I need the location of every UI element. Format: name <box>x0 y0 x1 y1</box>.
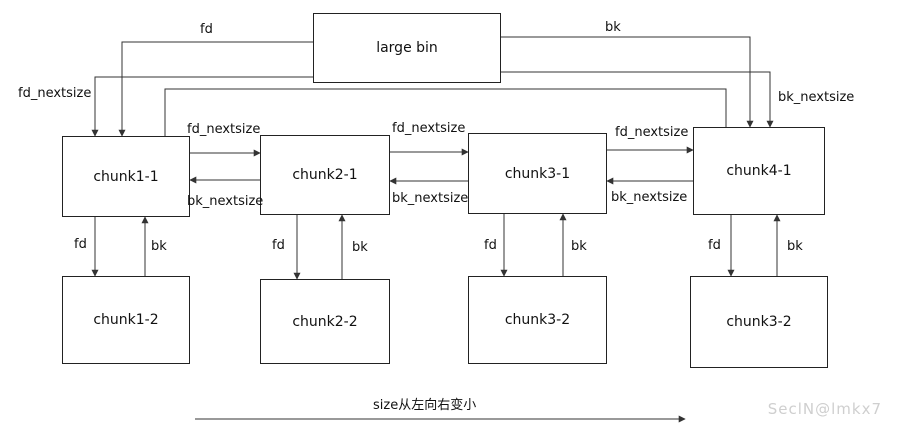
watermark-text: SeclN@lmkx7 <box>767 400 882 418</box>
label-c1-fd: fd <box>74 237 87 252</box>
label-bin-bk-nextsize: bk_nextsize <box>778 90 855 105</box>
label-c4-c3-bk-nextsize: bk_nextsize <box>611 190 688 205</box>
label-bin-bk: bk <box>605 20 621 35</box>
edge-chunk1-top <box>164 88 727 136</box>
size-order-note: size从左向右变小 <box>373 398 477 413</box>
chunk3-1-node: chunk3-1 <box>468 133 607 214</box>
edge-bin-fd <box>118 41 313 137</box>
edge-bin-bk-nextsize <box>501 71 774 128</box>
edge-bin-bk <box>501 36 754 128</box>
edge-bin-fd-nextsize <box>91 76 313 137</box>
label-bin-fd-nextsize: fd_nextsize <box>18 86 92 101</box>
chunk1-2-node: chunk1-2 <box>62 276 190 364</box>
label-bin-fd: fd <box>200 22 213 37</box>
label-c3-fd: fd <box>484 238 497 253</box>
chunk3-2-node: chunk3-2 <box>468 276 607 364</box>
chunk2-2-node: chunk2-2 <box>260 279 390 364</box>
label-c2-c1-bk-nextsize: bk_nextsize <box>187 194 264 209</box>
label-c1-bk: bk <box>151 239 167 254</box>
chunk4-1-node: chunk4-1 <box>693 127 825 215</box>
label-c3-c2-bk-nextsize: bk_nextsize <box>392 191 469 206</box>
label-c3-bk: bk <box>571 239 587 254</box>
large-bin-node: large bin <box>313 13 501 83</box>
label-c1-c2-fd-nextsize: fd_nextsize <box>187 122 261 137</box>
chunk4-2-node: chunk3-2 <box>690 276 828 368</box>
chunk2-1-node: chunk2-1 <box>260 135 390 215</box>
label-c4-fd: fd <box>708 238 721 253</box>
label-c2-bk: bk <box>352 240 368 255</box>
label-c2-c3-fd-nextsize: fd_nextsize <box>392 121 466 136</box>
label-c2-fd: fd <box>272 238 285 253</box>
label-c4-bk: bk <box>787 239 803 254</box>
label-c3-c4-fd-nextsize: fd_nextsize <box>615 125 689 140</box>
chunk1-1-node: chunk1-1 <box>62 136 190 217</box>
